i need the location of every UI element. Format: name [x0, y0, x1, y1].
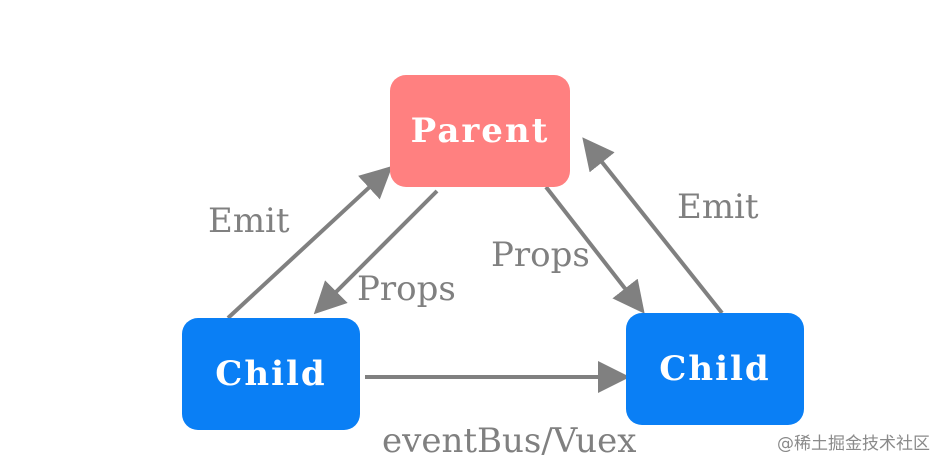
arrow-emit-right — [582, 137, 724, 315]
arrow-emit-left — [226, 165, 393, 320]
child-node-right: Child — [626, 313, 804, 425]
parent-node: Parent — [390, 75, 570, 187]
parent-node-label: Parent — [410, 111, 550, 151]
event-bus-label: eventBus/Vuex — [382, 421, 637, 461]
watermark: @稀土掘金技术社区 — [777, 434, 930, 454]
arrow-props-left — [313, 189, 439, 315]
child-right-label: Child — [659, 349, 771, 389]
emit-left-label: Emit — [208, 201, 290, 241]
child-left-label: Child — [215, 354, 327, 394]
emit-right-label: Emit — [677, 187, 759, 227]
child-node-left: Child — [182, 318, 360, 430]
props-right-label: Props — [491, 235, 590, 275]
props-left-label: Props — [357, 269, 456, 309]
arrow-props-right — [544, 185, 645, 314]
